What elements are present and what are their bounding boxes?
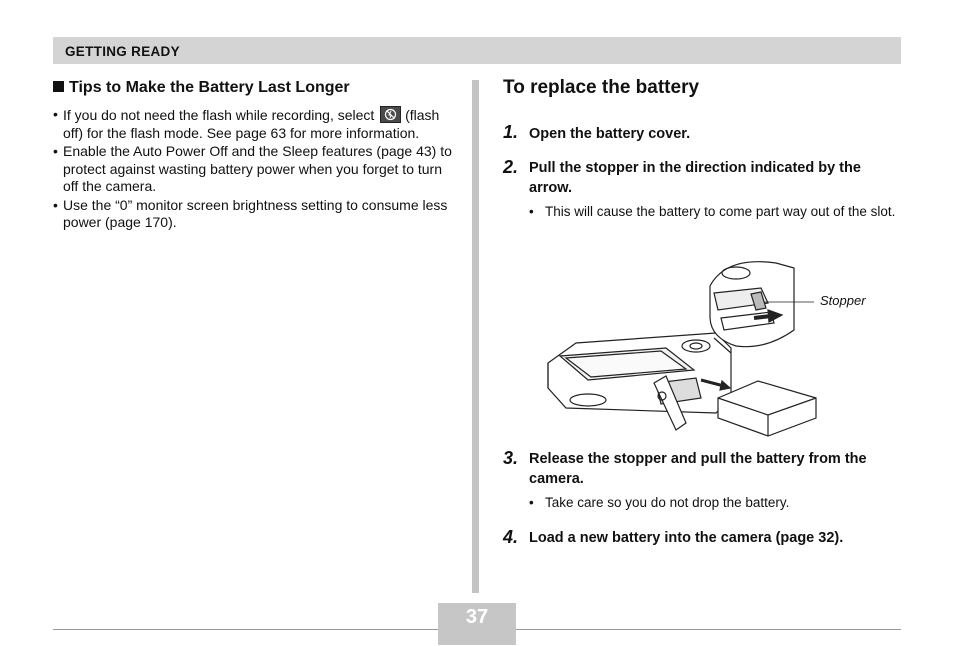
tip-text: If you do not need the flash while recor… (63, 107, 375, 123)
tips-title-text: Tips to Make the Battery Last Longer (69, 79, 350, 96)
step-text: Pull the stopper in the direction indica… (529, 160, 861, 196)
step-text: Load a new battery into the camera (page… (529, 530, 844, 546)
tips-heading: Tips to Make the Battery Last Longer (53, 78, 458, 98)
tips-column: Tips to Make the Battery Last Longer • I… (53, 78, 458, 233)
step-text: Open the battery cover. (529, 126, 691, 142)
section-header-bar: GETTING READY (53, 37, 901, 64)
tip-text: Use the “0” monitor screen brightness se… (63, 196, 448, 231)
flash-off-icon (380, 106, 402, 123)
step-note: • This will cause the battery to come pa… (529, 204, 896, 219)
step-note-text: Take care so you do not drop the battery… (545, 495, 790, 510)
tip-item: • Enable the Auto Power Off and the Slee… (53, 143, 452, 194)
stopper-label: Stopper (820, 293, 866, 308)
step-number: 4. (503, 527, 519, 547)
tip-text: Enable the Auto Power Off and the Sleep … (63, 143, 452, 194)
tip-text: (flash off) for the flash mode. See page… (63, 107, 440, 141)
column-divider (472, 80, 479, 593)
page-heading: To replace the battery (503, 77, 700, 98)
battery-replacement-illustration (547, 261, 817, 437)
tip-item: • Use the “0” monitor screen brightness … (53, 196, 448, 231)
square-bullet-icon (53, 81, 64, 92)
instructions-column: To replace the battery (503, 76, 903, 100)
tip-item: • If you do not need the flash while rec… (53, 106, 440, 141)
page-number-box: 37 (438, 603, 516, 645)
step-note: • Take care so you do not drop the batte… (529, 495, 790, 510)
step-number: 2. (503, 157, 519, 177)
step-note-text: This will cause the battery to come part… (545, 204, 896, 219)
page-number: 37 (465, 606, 489, 628)
step-text: Release the stopper and pull the battery… (529, 451, 867, 487)
section-title: GETTING READY (65, 44, 180, 59)
step-number: 1. (503, 122, 519, 142)
step-number: 3. (503, 448, 519, 468)
